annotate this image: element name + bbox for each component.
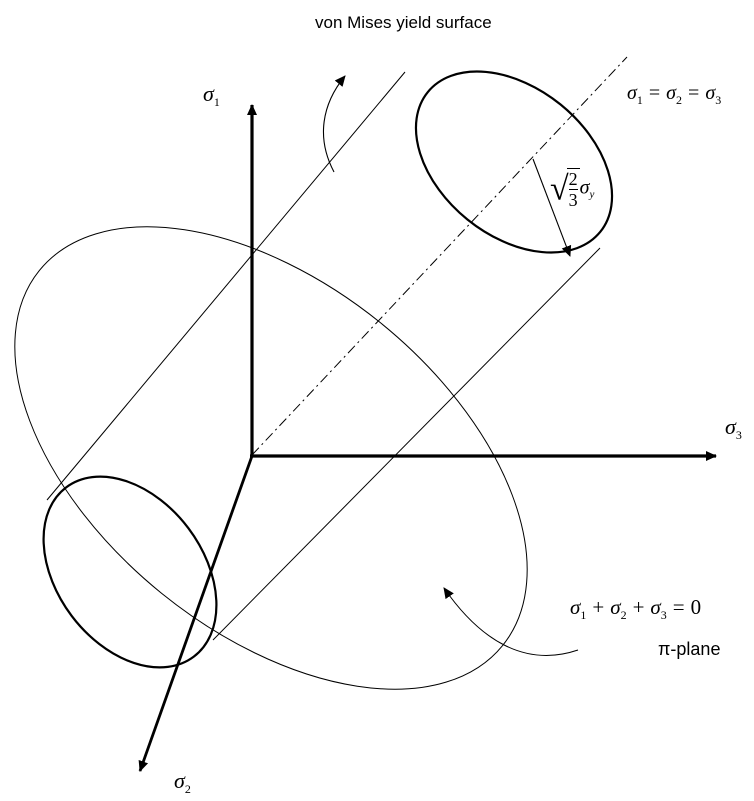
diagram-title: von Mises yield surface — [315, 13, 492, 32]
sigma2-axis-label: σ2 — [174, 768, 191, 797]
cylinder-upper-generator — [46, 71, 406, 501]
sigma2-axis — [138, 455, 254, 772]
sigma2-symbol: σ — [174, 768, 185, 793]
hydrostatic-axis-equation: σ1=σ2=σ3 — [627, 82, 722, 107]
radius-sigma: σ — [579, 176, 590, 199]
radius-arrow — [532, 158, 572, 257]
sigma3-index: 3 — [735, 428, 742, 442]
pi-plane-pointer-arrow — [443, 587, 579, 656]
sqrt-sign: √ — [550, 170, 569, 208]
cylinder-far-end — [414, 70, 614, 254]
rotation-arrow — [322, 75, 346, 173]
sigma2-index: 2 — [184, 782, 191, 796]
sigma3-axis-label: σ3 — [725, 414, 742, 443]
cylinder-lower-generator — [212, 247, 601, 641]
hydrostatic-axis-line — [251, 56, 628, 456]
pi-plane-equation: σ1+σ2+σ3=0 — [570, 595, 702, 622]
pi-plane-ellipse — [14, 226, 528, 690]
cylinder-near-end — [42, 475, 218, 669]
sigma1-symbol: σ — [203, 81, 214, 106]
sigma1-index: 1 — [213, 95, 220, 109]
pi-plane-label: π-plane — [658, 639, 721, 659]
radius-subscript: y — [589, 188, 595, 201]
sigma3-symbol: σ — [725, 414, 736, 439]
sigma1-axis-label: σ1 — [203, 81, 220, 110]
